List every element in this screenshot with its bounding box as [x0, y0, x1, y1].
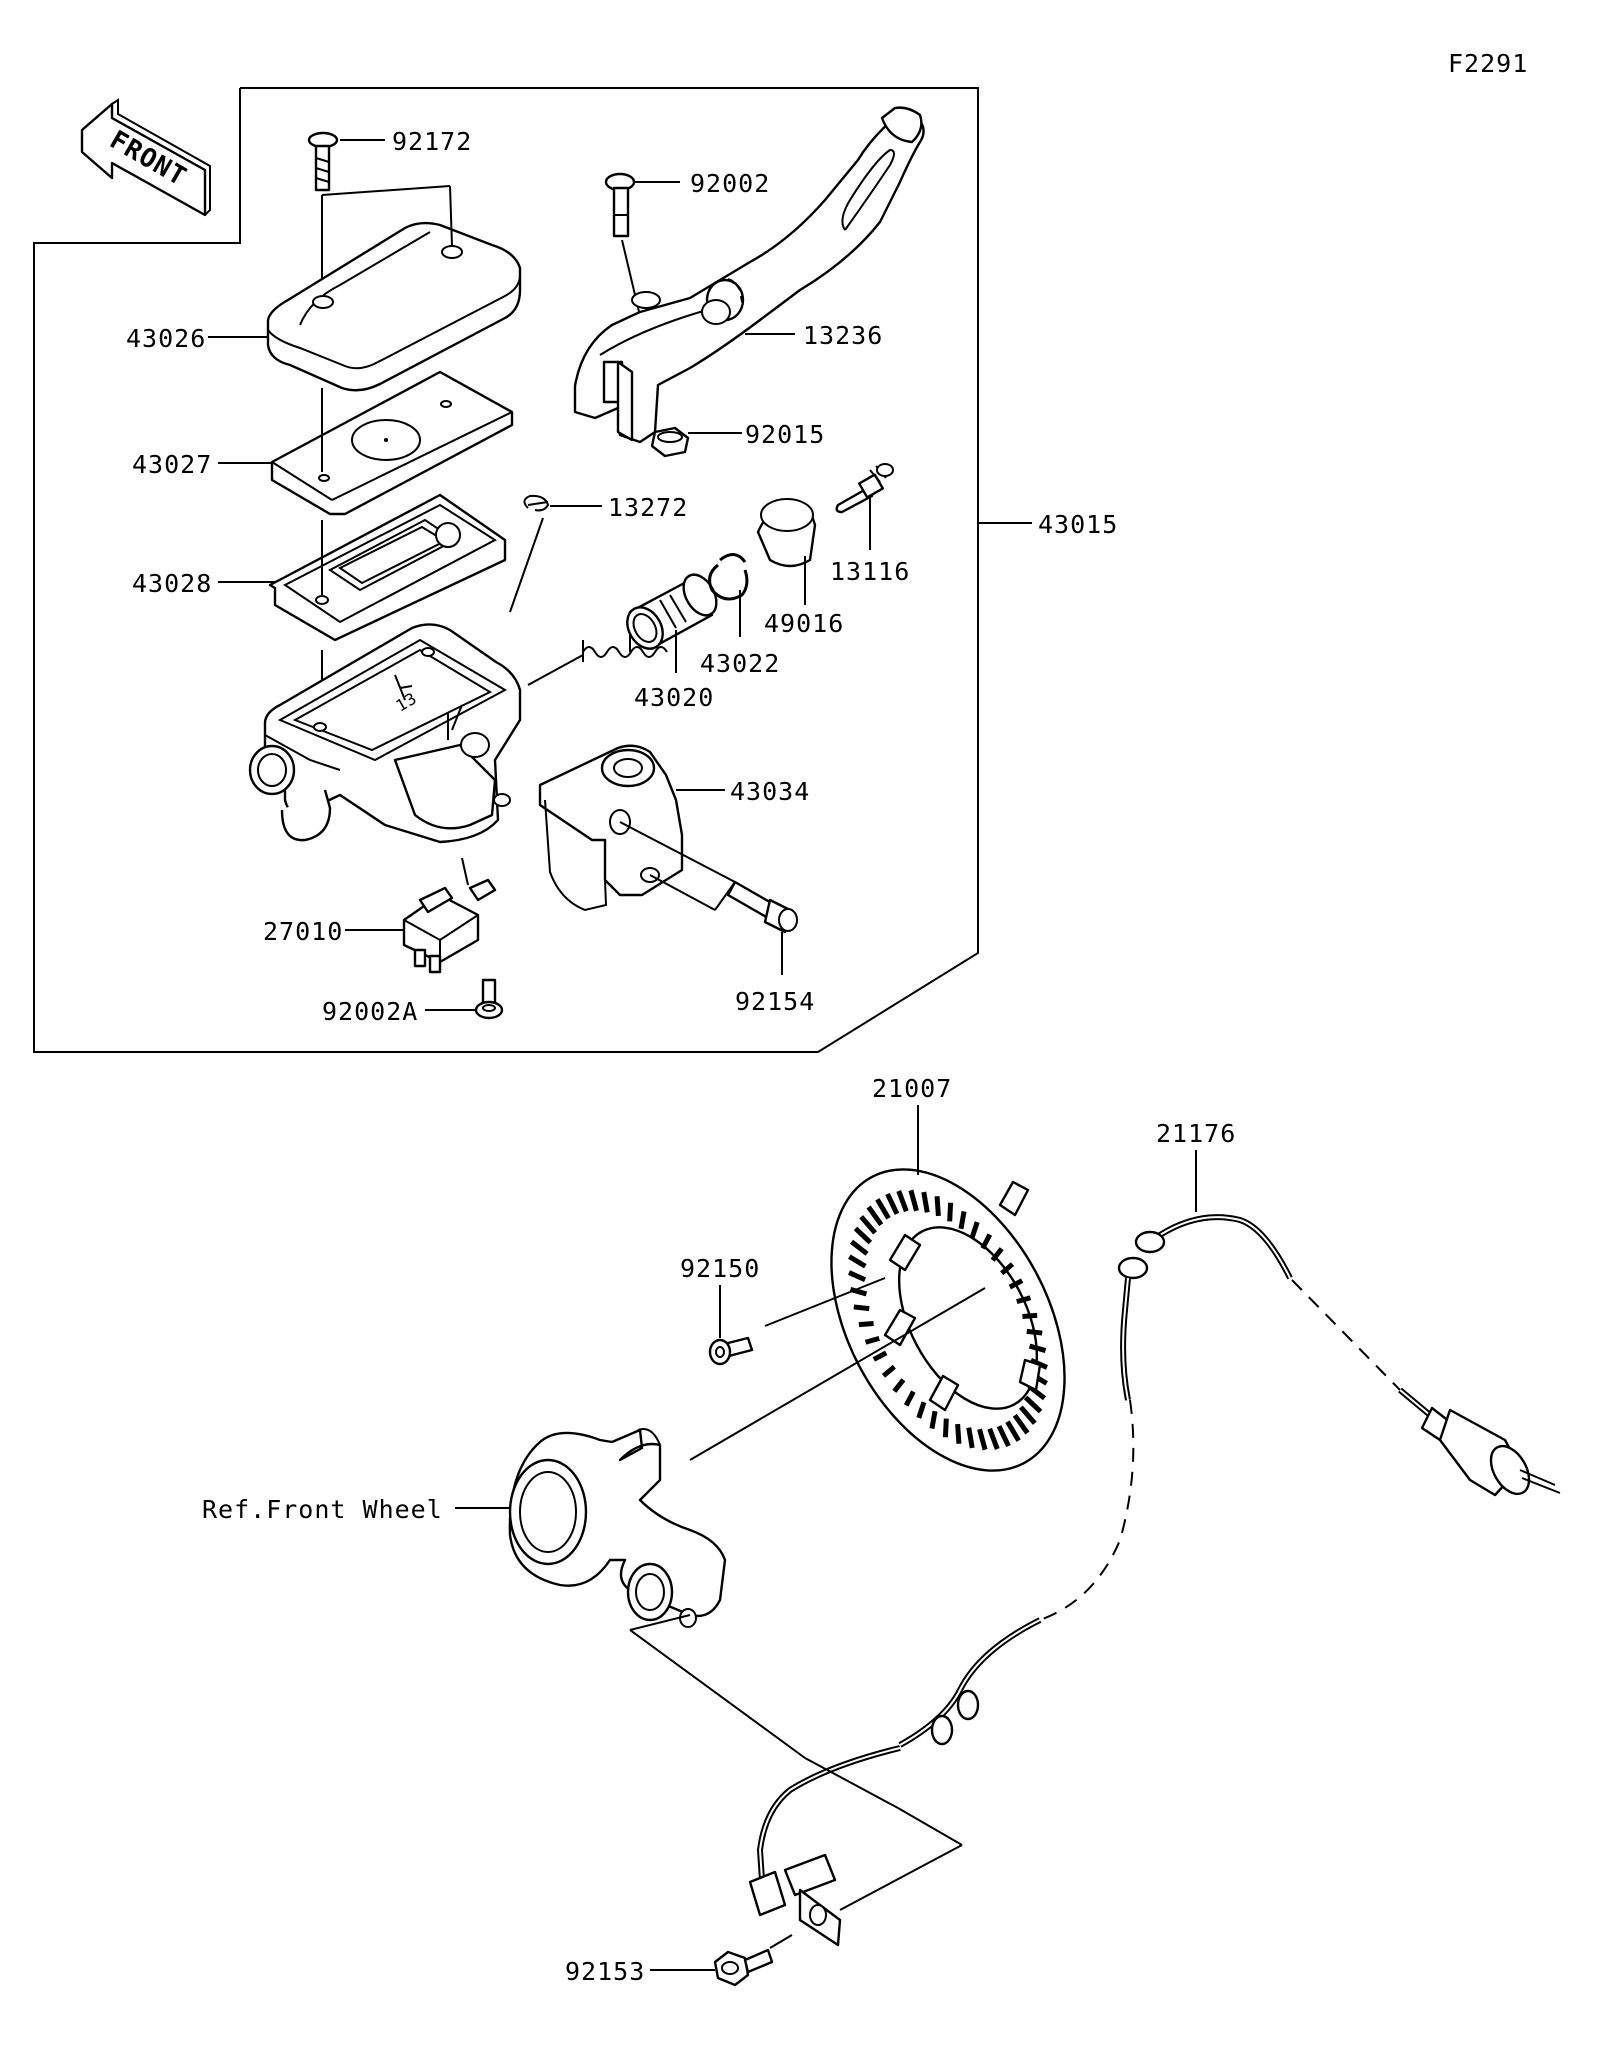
brake-switch-27010-part [402, 857, 497, 974]
rotor-slot [977, 1428, 988, 1451]
callout-43022: 43022 [700, 649, 780, 678]
rotor-slot [864, 1335, 880, 1345]
master-cylinder-body-part: 13 [248, 623, 522, 844]
rotor-slot [1028, 1343, 1047, 1353]
callout-13236: 13236 [803, 321, 883, 350]
rotor-slot [947, 1202, 954, 1222]
rotor-slot [1019, 1405, 1037, 1425]
brake-lever-part [573, 106, 925, 444]
callout-92150: 92150 [680, 1254, 760, 1283]
abs-sensor-21176-part [748, 1214, 1561, 1947]
rotor-slot [1012, 1413, 1030, 1435]
callout-92172: 92172 [392, 127, 472, 156]
rotor-slot [955, 1423, 962, 1444]
rotor-slot [859, 1215, 877, 1235]
rotor-slot [929, 1410, 938, 1430]
screw-92002A-part [474, 978, 504, 1020]
assembly-frame [33, 87, 979, 1053]
clip-13272-part [523, 494, 550, 512]
push-rod-13116-part [835, 463, 894, 514]
pin-92002-part [604, 172, 636, 238]
callout-27010: 27010 [263, 917, 343, 946]
rotor-slot [969, 1221, 980, 1239]
rotor-slot [987, 1427, 1000, 1450]
rotor-slot [1008, 1278, 1024, 1290]
rotor-slot [853, 1226, 873, 1245]
callout-labels: 92172 92002 43026 13236 92015 43027 1327… [126, 127, 1236, 1986]
rotor-slot [872, 1350, 888, 1362]
callout-92002: 92002 [690, 169, 770, 198]
callout-92154: 92154 [735, 987, 815, 1016]
callout-21176: 21176 [1156, 1119, 1236, 1148]
callout-43028: 43028 [132, 569, 212, 598]
callout-49016: 49016 [764, 609, 844, 638]
rotor-slot [847, 1270, 867, 1283]
rotor-slot [858, 1321, 874, 1328]
rotor-slot [958, 1210, 967, 1230]
diaphragm-plate-43027-part [270, 370, 514, 516]
rotor-slot [848, 1254, 867, 1269]
rotor-slot [1022, 1312, 1038, 1319]
abs-rotor-21007-part [830, 1168, 1066, 1472]
piston-43020-part [582, 573, 718, 662]
rotor-slot [934, 1196, 941, 1217]
rotor-slot [1023, 1395, 1043, 1414]
rotor-slot [1000, 1262, 1015, 1276]
rotor-slot [1026, 1328, 1043, 1336]
callout-92015: 92015 [745, 420, 825, 449]
reservoir-cap-43026-part [266, 221, 522, 392]
screw-92172-part [307, 131, 339, 192]
rotor-slot [885, 1192, 900, 1215]
rotor-slot [980, 1233, 993, 1250]
reservoir-seal-43028-part [268, 493, 507, 642]
adjuster-13236-part [701, 278, 745, 325]
callout-ref-front-wheel: Ref.Front Wheel [202, 1495, 443, 1524]
rotor-slot [996, 1425, 1011, 1448]
callout-43027: 43027 [132, 450, 212, 479]
leader-lines [208, 139, 1197, 1971]
rotor-slot [850, 1239, 869, 1256]
rotor-slot [908, 1189, 919, 1212]
rotor-slot [866, 1205, 884, 1227]
callout-43026: 43026 [126, 324, 206, 353]
rotor-slot [942, 1418, 949, 1438]
rotor-slot [896, 1190, 909, 1213]
bolt-92154-part [726, 880, 798, 934]
callout-92153: 92153 [565, 1957, 645, 1986]
callout-43034: 43034 [730, 777, 810, 806]
rotor-slot [921, 1191, 930, 1213]
rotor-slot [990, 1247, 1004, 1262]
boot-49016-part [756, 498, 817, 568]
rotor-slot [1005, 1420, 1021, 1442]
callout-13116: 13116 [830, 557, 910, 586]
bolt-92153-part [713, 1948, 774, 1987]
screw-92150-part [708, 1336, 754, 1366]
rotor-slot [881, 1364, 896, 1378]
callout-13272: 13272 [608, 493, 688, 522]
callout-92002A: 92002A [322, 997, 418, 1026]
rotor-slot [875, 1198, 891, 1220]
clamp-43034-part [538, 744, 684, 912]
rotor-slot [1016, 1295, 1032, 1305]
callout-43020: 43020 [634, 683, 714, 712]
front-arrow-icon: FRONT [80, 98, 211, 217]
callout-21007: 21007 [872, 1074, 952, 1103]
circlip-43022-part [708, 553, 749, 601]
nut-92015-part [650, 426, 690, 458]
rotor-slot [966, 1427, 975, 1449]
front-wheel-hub-part [508, 1428, 727, 1628]
figure-id: F2291 [1448, 49, 1528, 78]
rotor-slot [916, 1401, 927, 1419]
rotor-slot [892, 1378, 906, 1393]
callout-43015: 43015 [1038, 510, 1118, 539]
rotor-slot [903, 1390, 916, 1407]
rotor-slot [853, 1304, 870, 1312]
